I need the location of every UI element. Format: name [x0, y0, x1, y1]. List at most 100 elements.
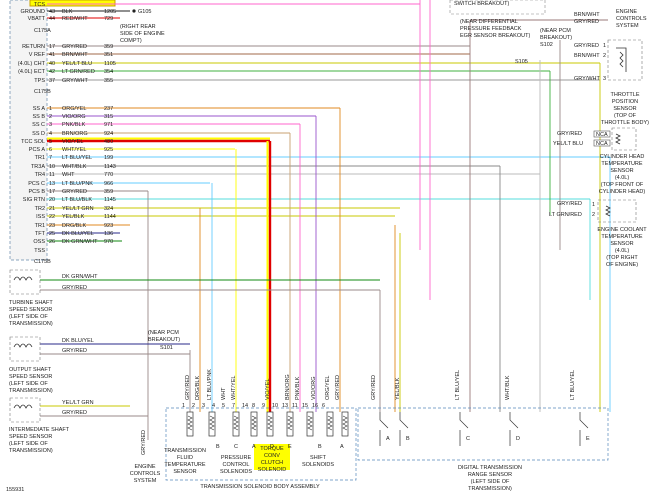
turbine-cap-2: SPEED SENSOR: [9, 307, 52, 313]
pcm-connector-body: [9, 0, 48, 261]
intermediate-coil-icon: [13, 404, 33, 409]
pcs-cap-1: PRESSURE: [221, 455, 252, 461]
pcm-pin-name: TSS: [34, 248, 45, 254]
pcm-pin-num: 5: [49, 139, 52, 145]
tps-wire-2: BRN/WHT: [574, 53, 600, 59]
pcm-circuit-num: 324: [104, 206, 113, 212]
pcm-pin-num: 20: [49, 197, 55, 203]
shift-cap-2: SOLENOIDS: [302, 462, 334, 468]
pcm-wire-color: LT BLU/YEL: [62, 155, 92, 161]
pcm-pin-num: 43: [49, 9, 55, 15]
pcm-pin-num: 26: [49, 239, 55, 245]
output-cap-2: SPEED SENSOR: [9, 374, 52, 380]
output-box: [9, 336, 41, 362]
solenoid-coil: [266, 411, 274, 437]
pcm-circuit-num: 1143: [104, 164, 116, 170]
ect-cap-2: TEMPERATURE: [601, 234, 642, 240]
tcc-cap-2: CONV: [264, 453, 280, 459]
solenoid-letter: B: [216, 444, 220, 450]
cht-symbol: [615, 133, 621, 145]
pcm-circuit-num: 729: [104, 16, 113, 22]
s101-label: S101: [160, 345, 173, 351]
dtr-switch: [379, 412, 389, 446]
dtr-box: [357, 407, 609, 461]
tps-pin-3: 3: [603, 76, 606, 82]
pcm-circuit-num: 1145: [104, 197, 116, 203]
solenoid-letter: C: [234, 444, 238, 450]
throttle-position-sensor: GRY/RED BRN/WHT GRY/WHT 1 2 3 THROTTLE P…: [574, 39, 649, 126]
intermediate-cap-1: INTERMEDIATE SHAFT: [9, 427, 70, 433]
dtr-wire-label: YEL/BLK: [395, 377, 401, 400]
solenoid-pin-num: 9: [262, 403, 265, 409]
splice-dot: [132, 9, 136, 13]
pcm-pin-name: SS B: [32, 114, 45, 120]
solenoid-letter: A: [340, 444, 344, 450]
output-wire-1: DK BLU/YEL: [62, 338, 94, 344]
solenoid-coil-winding: [342, 415, 348, 431]
solenoid-pin-num: 13: [282, 403, 288, 409]
intermediate-cap-4: TRANSMISSION): [9, 448, 53, 454]
pcm-wires: [47, 10, 610, 242]
solenoid-coil: [341, 411, 349, 437]
dtr-switch-letter: B: [406, 436, 410, 442]
cht-cap-2: TEMPERATURE: [601, 161, 642, 167]
pcm-wire-color: WHT/YEL: [62, 147, 86, 153]
turbine-coil-icon: [13, 276, 33, 281]
pcm-wire-color: GRY/RED: [62, 189, 87, 195]
assembly-caption: TRANSMISSION SOLENOID BODY ASSEMBLY: [200, 484, 320, 490]
tr-wire-label-1: BRN/WHT: [574, 12, 600, 18]
note-rear-3: COMPT): [120, 38, 142, 44]
pcm-pin-num: 11: [49, 172, 55, 178]
pcm-circuit-num: 237: [104, 106, 113, 112]
pcm-pin-num: 44: [49, 16, 55, 22]
pcm-wire-color: WHT/BLK: [62, 164, 87, 170]
dtr-switch-letter: A: [386, 436, 390, 442]
dtr-cap-1: DIGITAL TRANSMISSION: [458, 465, 522, 471]
pcm-wire-color: BLK: [62, 9, 73, 15]
ect-cap-5: (TOP RIGHT: [606, 255, 638, 261]
pcm-circuit-num: 923: [104, 223, 113, 229]
cht-nca-1: NCA: [596, 132, 608, 138]
solenoid-wire-label: ORG/YEL: [325, 376, 331, 400]
solenoid-wire-label: WHT: [221, 387, 227, 400]
solenoid-pin-num: 11: [292, 403, 298, 409]
dtr-switch-letter: D: [516, 436, 520, 442]
ecs-bottom-1: ENGINE: [134, 464, 155, 470]
pcm-pin-name: TR2: [35, 206, 45, 212]
pcm-circuit-num: 355: [104, 78, 113, 84]
ground-g105: G105: [138, 9, 151, 15]
solenoid-pin-num: 8: [252, 403, 255, 409]
ecs-top-3: SYSTEM: [616, 23, 639, 29]
solenoid-coil-winding: [251, 415, 257, 431]
pcm-pin-name: SS A: [33, 106, 46, 112]
diagram-id: 155931: [6, 487, 24, 493]
dtr-switch-letter: C: [466, 436, 470, 442]
switch-breakout-label: SWITCH BREAKOUT): [454, 1, 509, 7]
tft-cap-4: SENSOR: [173, 469, 196, 475]
solenoid-pin-num: 3: [202, 403, 205, 409]
pcm-circuit-num: 970: [104, 239, 113, 245]
solenoid-pin-num: 5: [222, 403, 225, 409]
pcm-pin-name: V REF: [29, 52, 46, 58]
pcm-pin-name: TR4: [35, 172, 45, 178]
pcm-pin-name: VBATT: [28, 16, 46, 22]
pcm-pin-num: 23: [49, 223, 55, 229]
intermediate-cap-2: SPEED SENSOR: [9, 434, 52, 440]
pcm-pin-num: 6: [49, 147, 52, 153]
transmission-solenoid-body: [165, 407, 357, 481]
solenoid-coil: [250, 411, 258, 437]
solenoid-wire-label: BRN/ORG: [285, 374, 291, 400]
cylinder-head-temp-sensor: GRY/RED YEL/LT BLU NCA NCA CYLINDER HEAD…: [553, 127, 645, 195]
turbine-box: [9, 269, 41, 295]
s101-note-1: (NEAR PCM: [148, 330, 179, 336]
solenoid-wire-label: VIO/YEL: [265, 379, 271, 400]
splice-s105: S105: [515, 59, 528, 65]
pcm-pin-num: 17: [49, 189, 55, 195]
pcm-pin-name: PCS B: [28, 189, 45, 195]
switch-box: [449, 0, 546, 15]
note-rear-1: (RIGHT REAR: [120, 24, 156, 30]
pcm-pin-name: SIG RTN: [23, 197, 45, 203]
